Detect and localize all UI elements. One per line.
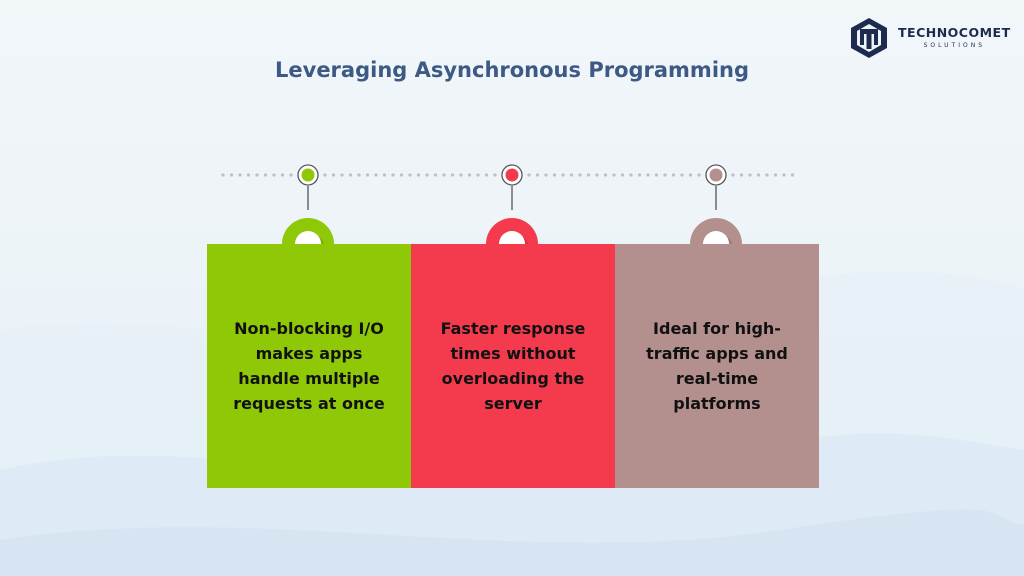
step-card-3: Ideal for high-traffic apps and real-tim… (615, 244, 819, 488)
step-card-3-text: Ideal for high-traffic apps and real-tim… (646, 319, 788, 413)
step-card-1-text: Non-blocking I/O makes apps handle multi… (233, 319, 385, 413)
step-card-1: Non-blocking I/O makes apps handle multi… (207, 244, 411, 488)
company-logo: TECHNOCOMET SOLUTIONS (848, 14, 1018, 60)
page-title: Leveraging Asynchronous Programming (275, 58, 749, 82)
logo-icon (851, 18, 887, 58)
logo-name: TECHNOCOMET (898, 25, 1011, 40)
logo-tagline: SOLUTIONS (923, 42, 985, 49)
step-card-2-text: Faster response times without overloadin… (440, 319, 586, 413)
step-card-2: Faster response times without overloadin… (411, 244, 615, 488)
